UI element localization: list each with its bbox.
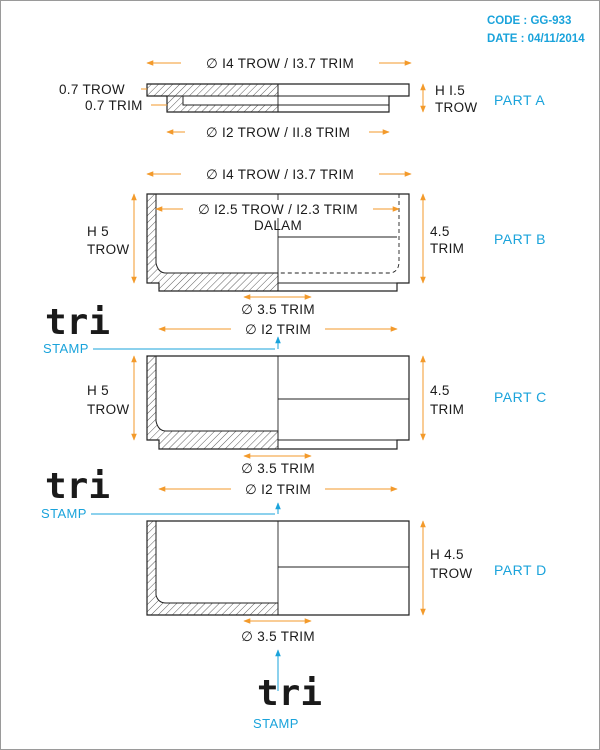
stamp-label: STAMP	[41, 506, 87, 521]
part-d-height-2: TROW	[430, 566, 472, 581]
part-d: H 4.5 TROW ∅ 3.5 TRIM PART D	[146, 520, 547, 644]
part-c-height-right-1: 4.5	[430, 383, 450, 398]
part-a: ∅ I4 TROW / I3.7 TRIM 0.7 TROW 0.7 TRIM …	[59, 54, 545, 141]
tri-logo: tri	[45, 466, 110, 507]
stamp-label: STAMP	[253, 716, 299, 731]
part-b-height-right-1: 4.5	[430, 224, 450, 239]
part-b-inner-dashed	[278, 194, 400, 274]
part-a-height-2: TROW	[435, 100, 477, 115]
part-b-foot-dia: ∅ 3.5 TRIM	[241, 302, 315, 317]
part-c-height-left-2: TROW	[87, 402, 129, 417]
part-a-height-1: H I.5	[435, 83, 465, 98]
part-b-hatch	[146, 193, 279, 292]
part-b-base-dia: ∅ I2 TRIM	[245, 322, 311, 337]
part-d-label: PART D	[494, 562, 547, 578]
part-a-label: PART A	[494, 92, 545, 108]
part-a-lip-trim: 0.7 TRIM	[85, 98, 143, 113]
stamp-label: STAMP	[43, 341, 89, 356]
part-b-inner-dia: ∅ I2.5 TROW / I2.3 TRIM	[198, 202, 358, 217]
stamp-2: tri STAMP	[41, 466, 281, 521]
part-c-height-left-1: H 5	[87, 383, 109, 398]
date-label: DATE : 04/11/2014	[487, 33, 585, 45]
tri-logo: tri	[257, 673, 322, 714]
part-a-inner-dia: ∅ I2 TROW / II.8 TRIM	[206, 125, 350, 140]
part-b-height-left-1: H 5	[87, 224, 109, 239]
part-c: H 5 TROW 4.5 TRIM ∅ 3.5 TRIM ∅ I2 TRIM P…	[87, 355, 547, 498]
part-b: ∅ I4 TROW / I3.7 TRIM ∅ I2.5 TROW / I2.3…	[87, 165, 546, 338]
tri-logo: tri	[45, 302, 110, 343]
part-b-inner-note: DALAM	[254, 218, 302, 233]
part-c-foot-dia: ∅ 3.5 TRIM	[241, 461, 315, 476]
part-a-lip-trow: 0.7 TROW	[59, 82, 125, 97]
part-b-height-left-2: TROW	[87, 242, 129, 257]
part-a-outer-dia: ∅ I4 TROW / I3.7 TRIM	[206, 56, 354, 71]
stamp-3: tri STAMP	[253, 649, 322, 731]
part-c-base-dia: ∅ I2 TRIM	[245, 482, 311, 497]
stamp-1: tri STAMP	[43, 302, 281, 356]
code-label: CODE : GG-933	[487, 15, 571, 27]
part-d-height-1: H 4.5	[430, 547, 464, 562]
part-c-height-right-2: TRIM	[430, 402, 464, 417]
part-c-label: PART C	[494, 389, 547, 405]
part-b-outer-dia: ∅ I4 TROW / I3.7 TRIM	[206, 167, 354, 182]
part-b-label: PART B	[494, 231, 546, 247]
part-b-height-right-2: TRIM	[430, 241, 464, 256]
part-d-foot-dia: ∅ 3.5 TRIM	[241, 629, 315, 644]
part-c-hatch	[146, 355, 279, 450]
